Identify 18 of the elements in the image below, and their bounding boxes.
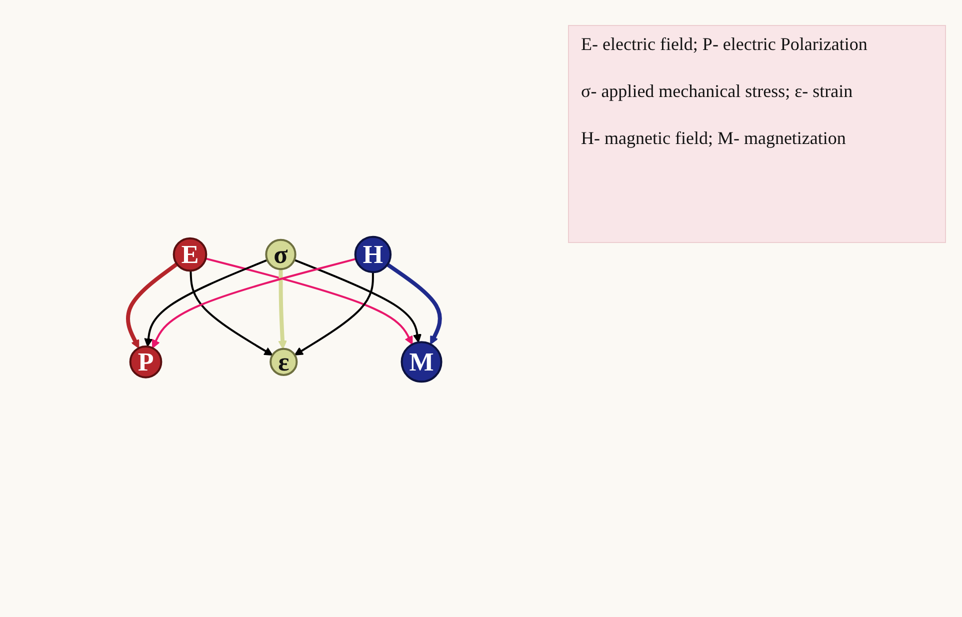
node-circle: σ <box>266 239 297 270</box>
arrow <box>206 258 414 345</box>
arrow <box>386 263 442 345</box>
node-circle: M <box>401 341 443 383</box>
arrow <box>294 259 422 343</box>
arrow <box>152 258 356 349</box>
arrow <box>294 272 374 356</box>
node-circle: H <box>354 236 392 274</box>
arrow <box>278 269 288 350</box>
note-text: E- electric field; P- electric Polarization <box>581 34 868 55</box>
arrow <box>144 259 268 348</box>
node-circle: E <box>173 238 208 272</box>
arrow <box>190 270 274 356</box>
note-text: H- magnetic field; M- magnetization <box>581 128 847 149</box>
note-text: σ- applied mechanical stress; ε- strain <box>581 81 854 102</box>
node-circle: ε <box>270 348 298 376</box>
node-circle: P <box>130 346 163 378</box>
arrow <box>126 262 178 349</box>
